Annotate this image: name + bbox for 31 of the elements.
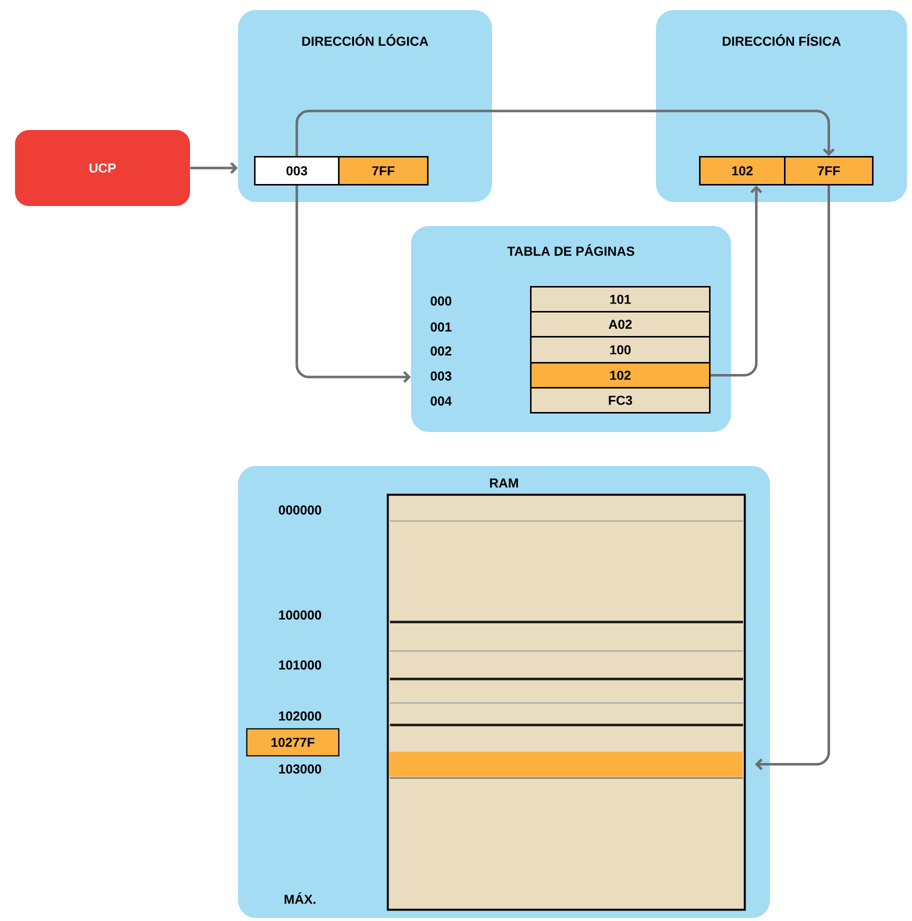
- memory-block: [386, 494, 746, 911]
- arrow: [296, 110, 835, 156]
- cpu-box: UCP: [15, 130, 190, 206]
- arrow: [710, 186, 762, 377]
- address-label: MÁX.: [284, 892, 316, 904]
- panel-title: RAM: [490, 478, 518, 488]
- address-label: 100000: [279, 610, 322, 620]
- address-label: 002: [430, 346, 452, 356]
- table-cell: 101: [530, 286, 711, 313]
- address-label: 003: [430, 371, 452, 381]
- table-cell: 100: [530, 336, 711, 364]
- address-label: 000: [430, 296, 452, 306]
- address-cell: 7FF: [338, 156, 429, 186]
- arrow: [296, 186, 411, 383]
- table-cell: FC3: [530, 387, 711, 414]
- address-label: 004: [430, 396, 452, 406]
- address-cell: 003: [254, 156, 340, 186]
- address-label: 000000: [278, 505, 322, 515]
- panel-title: DIRECCIÓN FÍSICA: [722, 34, 841, 46]
- panel-title: TABLA DE PÁGINAS: [507, 244, 634, 256]
- address-cell: 7FF: [784, 156, 874, 186]
- address-cell: 102: [699, 156, 786, 186]
- arrow: [190, 162, 238, 174]
- table-cell: A02: [530, 311, 711, 338]
- address-label: 101000: [279, 660, 322, 670]
- address-label: 001: [430, 322, 452, 332]
- address-tag: 10277F: [246, 728, 340, 756]
- panel-title: DIRECCIÓN LÓGICA: [302, 34, 428, 46]
- arrow: [755, 186, 830, 770]
- address-cell: 102: [530, 362, 711, 389]
- memory-row: [388, 752, 743, 777]
